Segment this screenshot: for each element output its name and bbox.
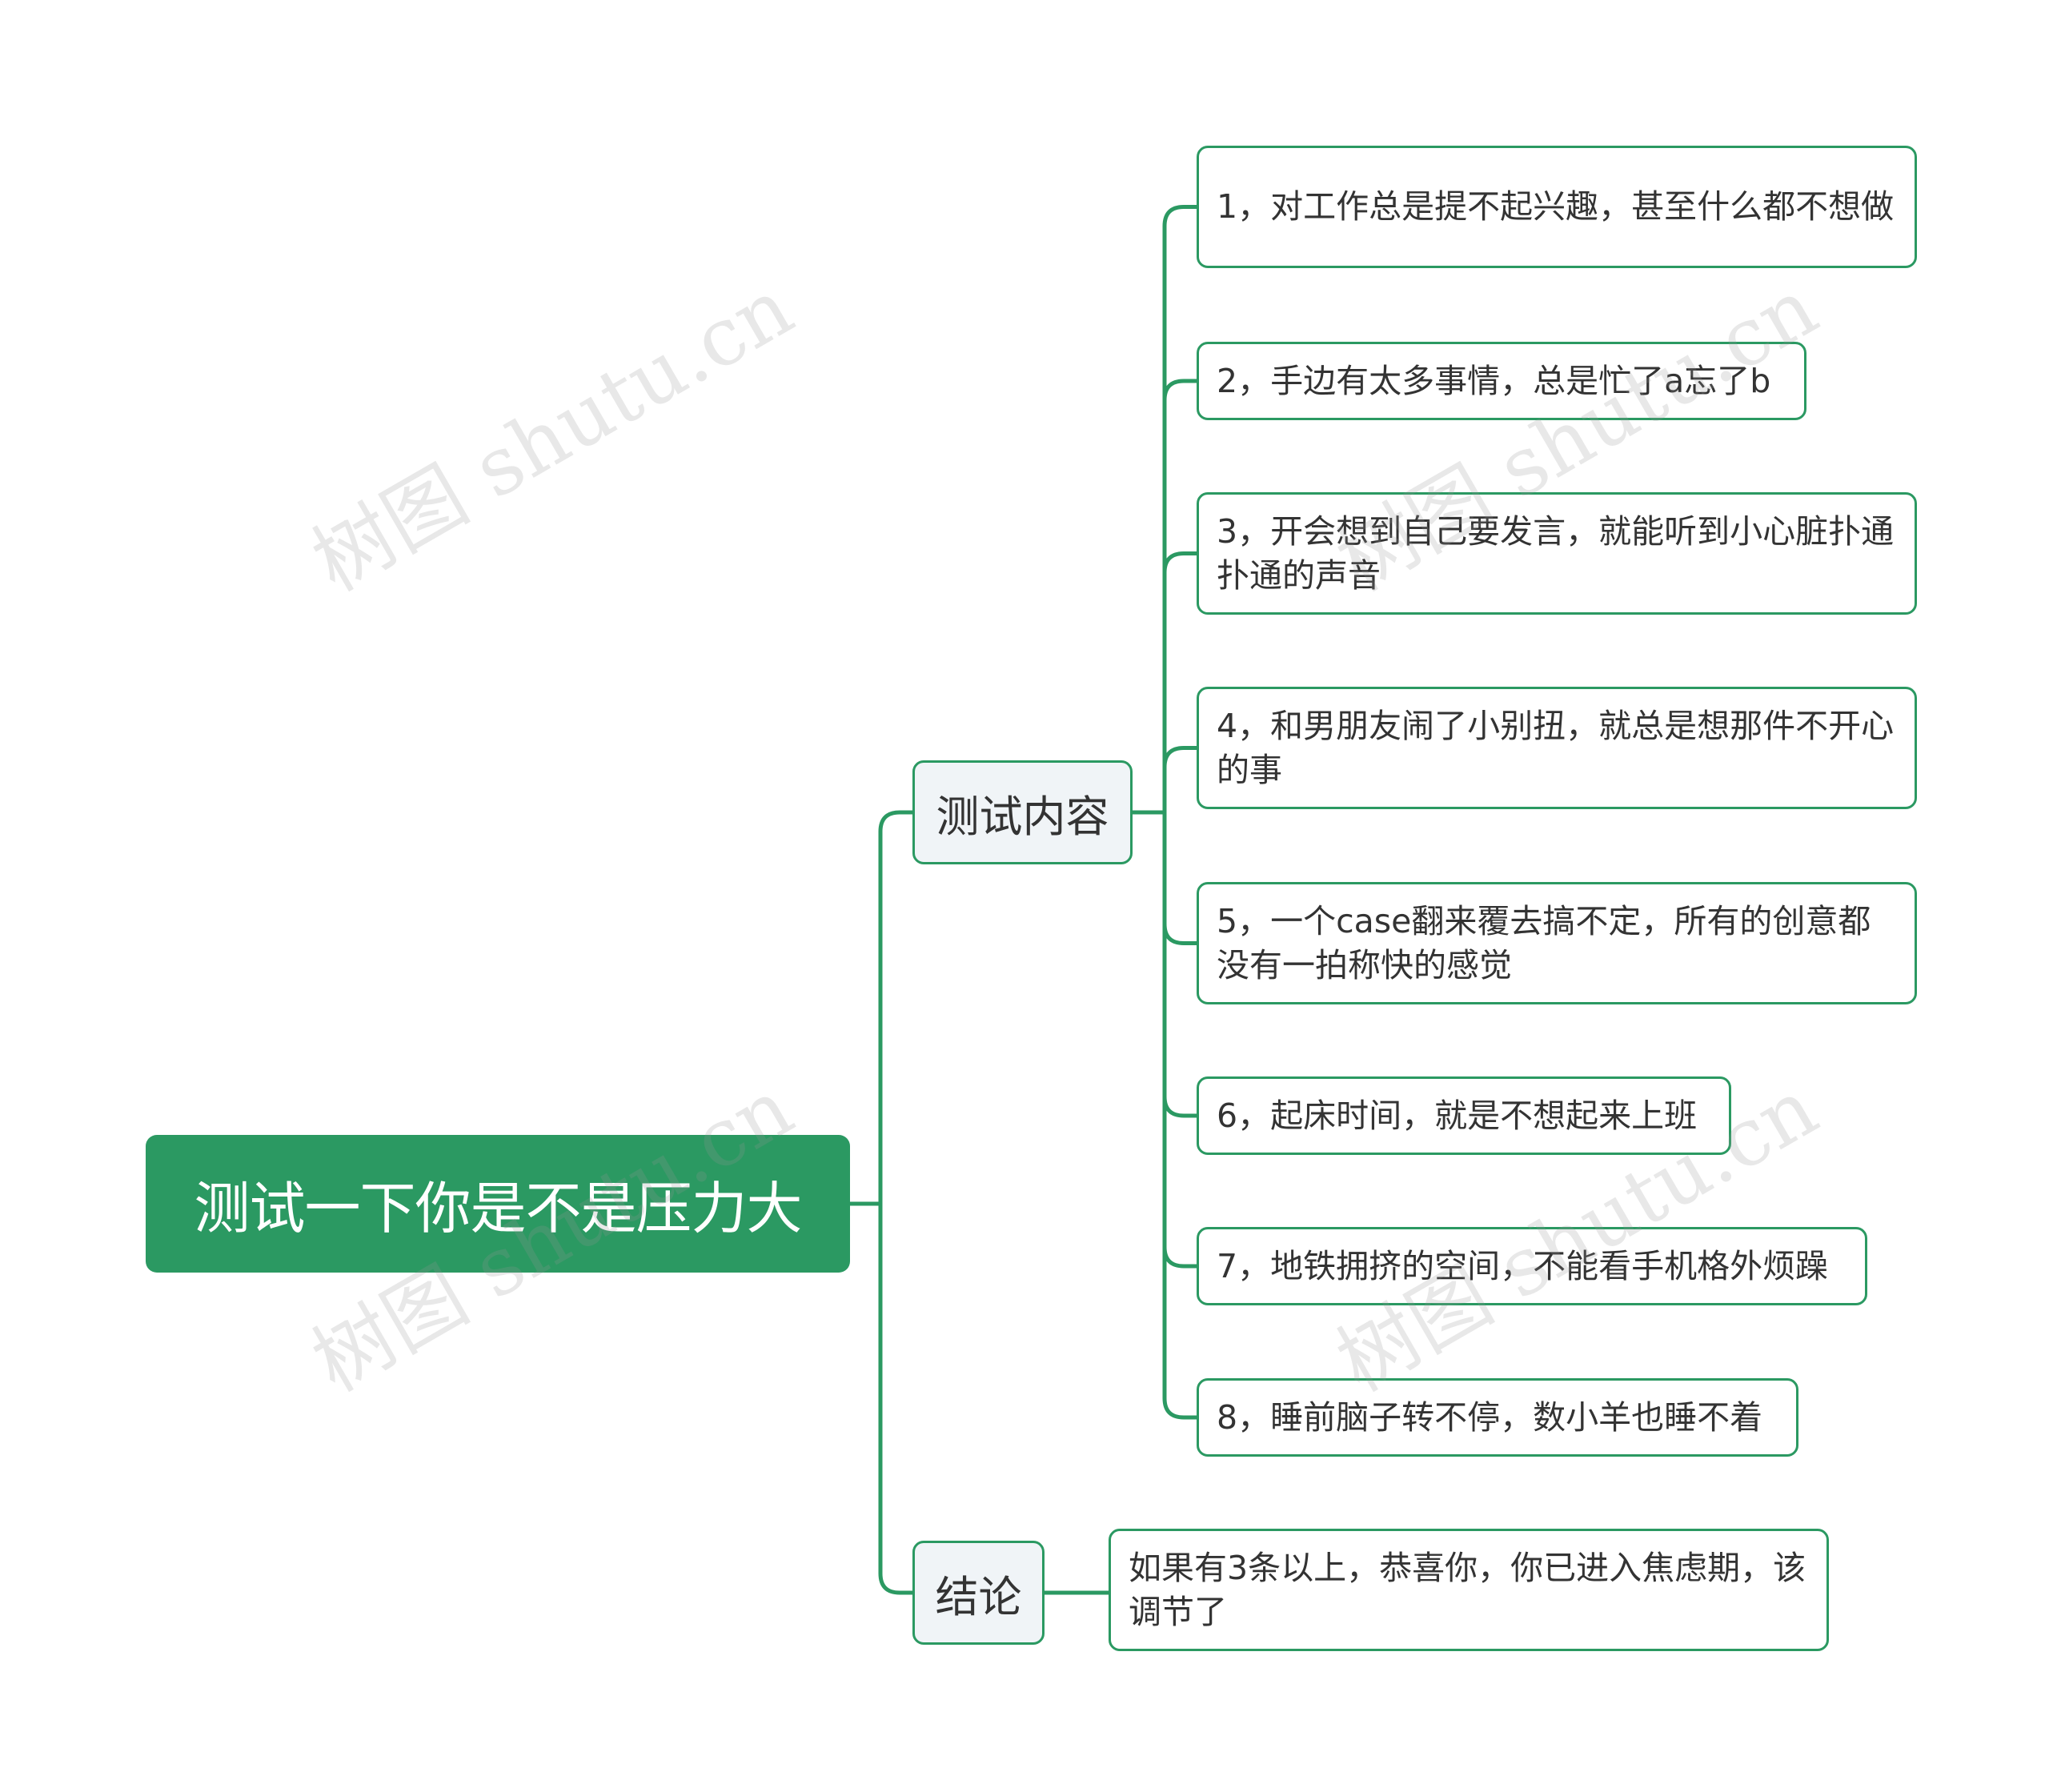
leaf-item-3[interactable]: 3，开会想到自己要发言，就能听到小心脏扑通扑通的声音: [1197, 492, 1917, 615]
connector-leaf: [1162, 810, 1199, 945]
connector-leaf: [1162, 810, 1199, 1269]
connector-leaf: [1162, 379, 1199, 815]
leaf-item-4[interactable]: 4，和男朋友闹了小别扭，就总是想那件不开心的事: [1197, 687, 1917, 809]
connector-leaf: [1162, 810, 1199, 1118]
connector-leaf: [1162, 746, 1199, 815]
leaf-item-5[interactable]: 5，一个case翻来覆去搞不定，所有的创意都没有一拍称快的感觉: [1197, 882, 1917, 1004]
branch-conclusion[interactable]: 结论: [912, 1541, 1045, 1645]
connector-branch: [878, 810, 915, 1206]
leaf-item-2[interactable]: 2，手边有太多事情，总是忙了a忘了b: [1197, 342, 1806, 420]
root-topic[interactable]: 测试一下你是不是压力大: [146, 1135, 850, 1273]
connector-leaf: [1162, 205, 1199, 815]
connector-leaf: [1162, 810, 1199, 1420]
connector-branch: [878, 1201, 915, 1595]
leaf-item-7[interactable]: 7，地铁拥挤的空间，不能看手机格外烦躁: [1197, 1227, 1867, 1305]
leaf-item-1[interactable]: 1，对工作总是提不起兴趣，甚至什么都不想做: [1197, 146, 1917, 268]
leaf-item-6[interactable]: 6，起床时间，就是不想起来上班: [1197, 1076, 1731, 1155]
leaf-item-8[interactable]: 8，睡前脑子转不停，数小羊也睡不着: [1197, 1378, 1798, 1457]
branch-test-content[interactable]: 测试内容: [912, 760, 1133, 864]
conclusion-item[interactable]: 如果有3条以上，恭喜你，你已进入焦虑期，该调节了: [1109, 1529, 1829, 1651]
connector-leaf: [1162, 551, 1199, 815]
